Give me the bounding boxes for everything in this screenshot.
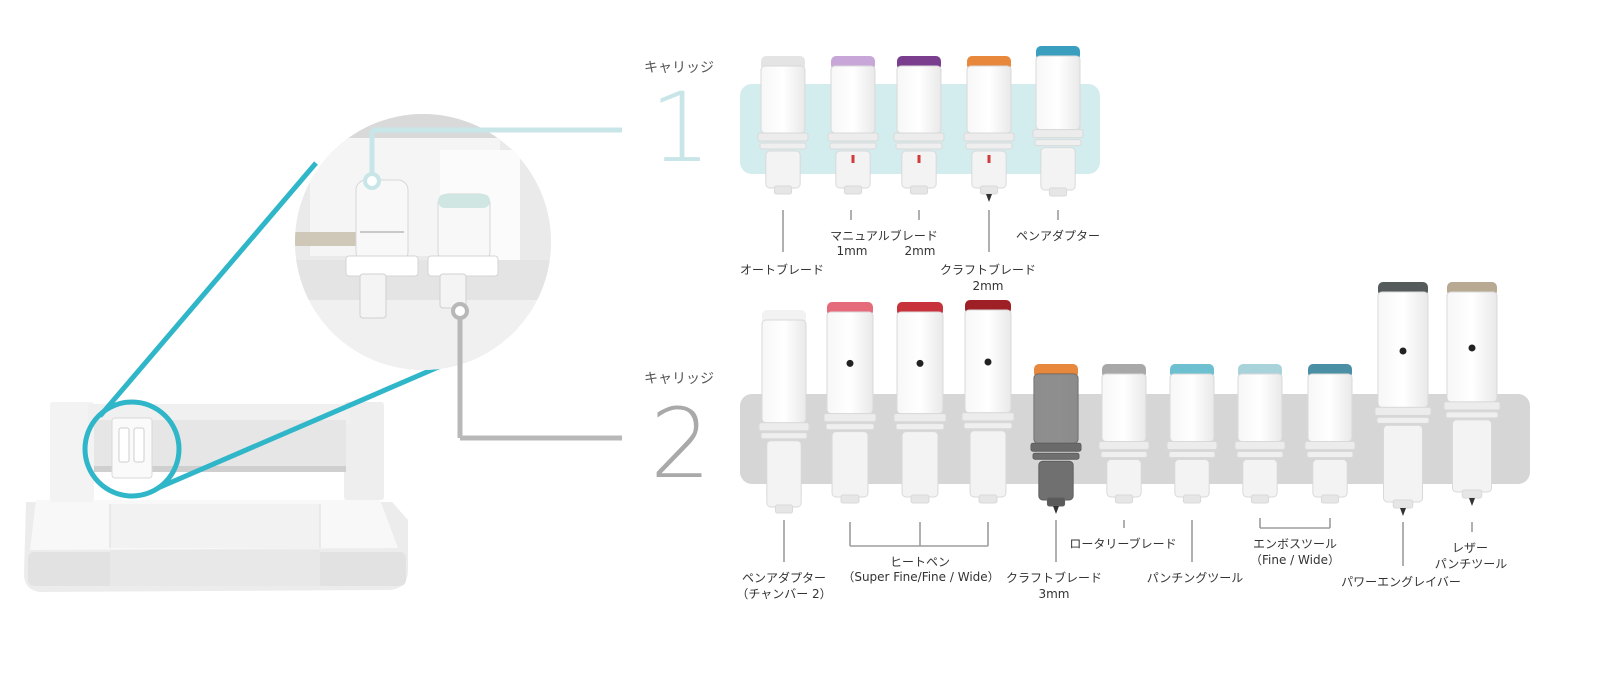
label-manual-blade-2mm: 2mm [904,244,936,258]
label-emboss-tool: エンボスツール [1252,537,1337,551]
carriage1-caption: キャリッジ [644,60,714,76]
label-pen-adapter-chamber2-sub: （チャンバー 2） [736,587,832,601]
pen-adapter-chamber-2-tool [758,310,810,514]
label-craft-blade-2mm: クラフトブレード [939,263,1036,277]
heat-pen-wide-dot [984,358,992,366]
label-heat-pen: ヒートペン [889,555,950,569]
zoom-connector-bottom [157,359,451,491]
zoom-connector-top [98,161,318,418]
leather-punch-tool-tool [1443,282,1501,506]
heat-pen-super-fine-dot [846,359,854,367]
manual-blade-2mm-body [896,65,942,134]
carriage2-caption: キャリッジ [644,371,714,387]
carriage1-number: 1 [650,72,712,184]
emboss-tool-fine-tool [1234,364,1286,504]
craft-blade-2mm-tool [963,56,1015,202]
label-heat-pen-sizes: （Super Fine/Fine / Wide） [842,570,1000,584]
label-power-engraver: パワーエングレイバー [1341,575,1461,589]
label-craft-blade-3mm: クラフトブレード [1005,571,1102,585]
carriage-zoom-view [295,114,622,441]
rotary-blade-body [1101,373,1147,443]
manual-blade-1mm-tool [827,56,879,195]
label-auto-blade: オートブレード [739,263,824,277]
pen-adapter-tool [1032,46,1084,197]
pen-adapter-body [1035,55,1081,131]
carriage2-tool-group [758,282,1501,516]
craft-blade-2mm-body [966,65,1012,134]
label-rotary-blade: ロータリーブレード [1069,537,1177,551]
label-leather-punch: レザー [1451,541,1488,555]
emboss-tool-wide-tool [1304,364,1356,504]
heat-pen-super-fine-tool [823,302,877,504]
pen-adapter-chamber-2-body [761,319,807,424]
auto-blade-tool [757,56,809,195]
heat-pen-fine-tool [893,302,947,504]
label-craft-blade-2mm-size: 2mm [972,279,1004,293]
power-engraver-tool [1374,282,1432,516]
punching-tool-tool [1166,364,1218,504]
tool-leader-lines [782,210,1473,566]
manual-blade-2mm-tool [893,56,945,195]
heat-pen-wide-tool [961,300,1015,504]
label-punching-tool: パンチングツール [1146,571,1244,585]
label-craft-blade-3mm-size: 3mm [1038,587,1070,601]
label-pen-adapter: ペンアダプター [1015,229,1100,243]
power-engraver-dot [1399,347,1407,355]
manual-blade-1mm-body [830,65,876,134]
label-manual-blade-1mm: 1mm [836,244,868,258]
rotary-blade-tool [1098,364,1150,504]
heat-pen-fine-dot [916,359,924,367]
label-pen-adapter-chamber2: ペンアダプター [741,571,826,585]
label-emboss-tool-sizes: （Fine / Wide） [1250,553,1340,567]
carriage2-number: 2 [650,388,712,500]
punching-tool-body [1169,373,1215,443]
carriage1-tool-group [757,46,1084,202]
emboss-tool-wide-body [1307,373,1353,443]
cutting-machine [24,399,408,592]
label-manual-blade: マニュアルブレード [830,229,938,243]
leather-punch-tool-dot [1468,344,1476,352]
emboss-tool-fine-body [1237,373,1283,443]
craft-blade-3mm-tool [1030,364,1082,514]
label-leather-punch-sub: パンチツール [1434,557,1508,571]
auto-blade-body [760,65,806,134]
